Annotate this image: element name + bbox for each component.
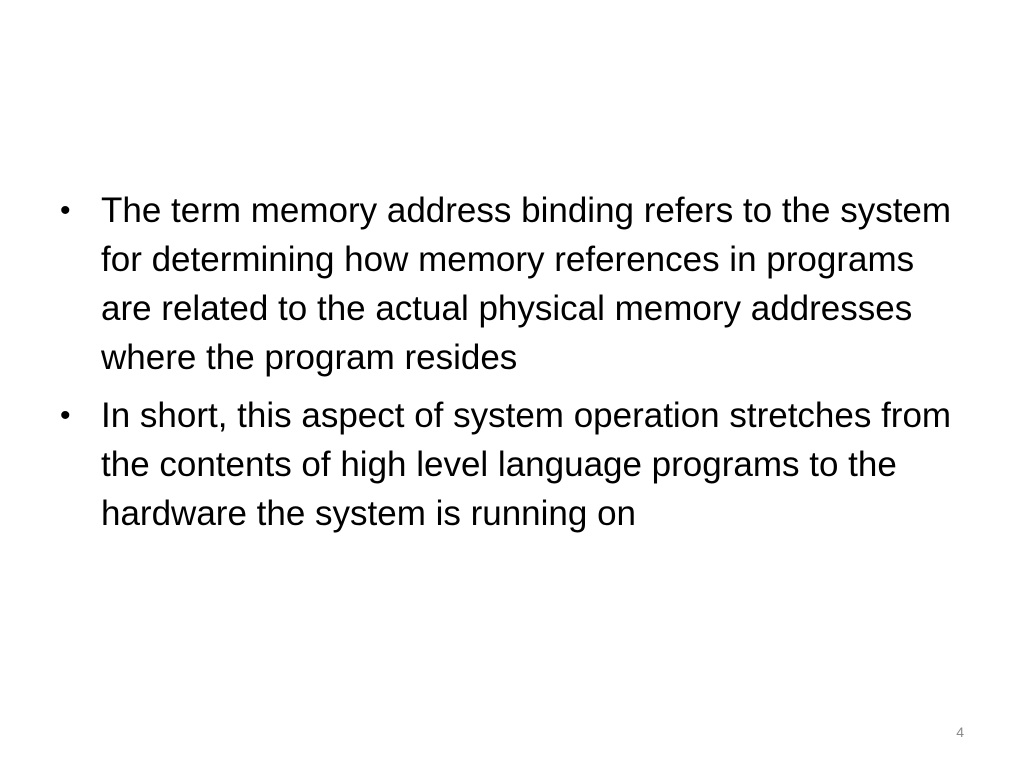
bullet-text: The term memory address binding refers t… bbox=[101, 191, 952, 377]
bullet-item-address-binding: • The term memory address binding refers… bbox=[60, 186, 960, 382]
bullet-list: • The term memory address binding refers… bbox=[60, 186, 960, 547]
bullet-item-system-operation: • In short, this aspect of system operat… bbox=[60, 391, 960, 538]
bullet-marker: • bbox=[60, 194, 71, 227]
bullet-marker: • bbox=[60, 399, 71, 432]
page-number: 4 bbox=[956, 724, 964, 740]
bullet-text: In short, this aspect of system operatio… bbox=[101, 396, 952, 533]
